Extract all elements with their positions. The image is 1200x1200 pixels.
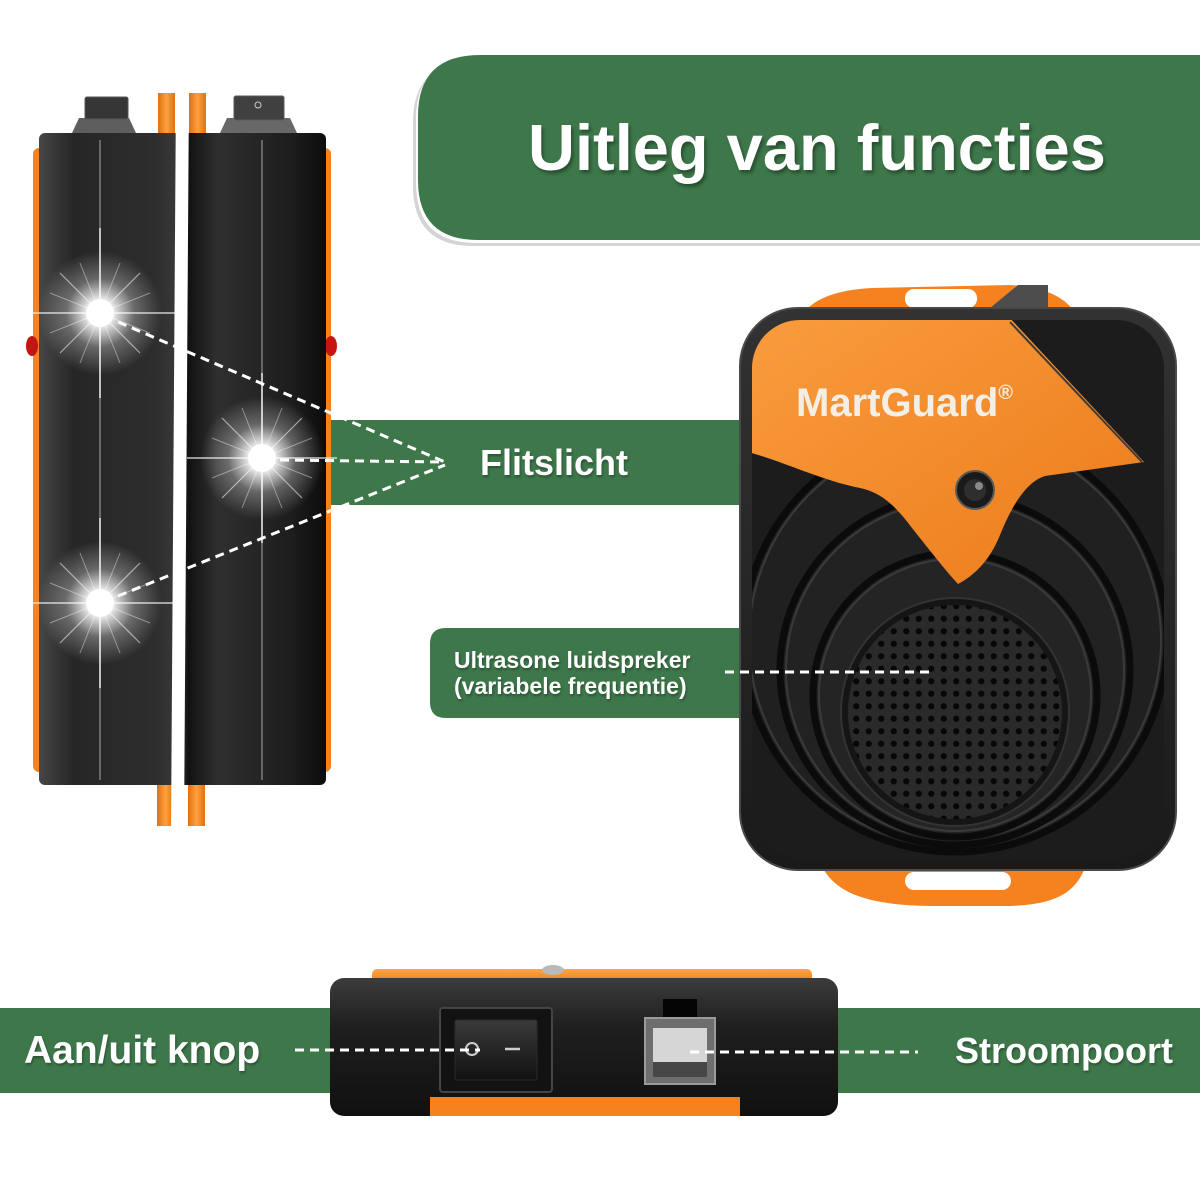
page-title: Uitleg van functies (528, 111, 1106, 184)
side-button-right-base (220, 118, 297, 133)
flash-callout-line-bottom (117, 463, 446, 598)
brand-name: MartGuard (796, 381, 998, 425)
power-port-contact (653, 1028, 707, 1062)
top-clip (990, 285, 1048, 308)
power-port-cavity (653, 1062, 707, 1077)
side-view-device (24, 88, 338, 830)
brand-registered-mark: ® (998, 382, 1013, 404)
bottom-orange-strip-left (157, 781, 174, 826)
speaker-label-line-2: (variabele frequentie) (454, 673, 687, 699)
power-switch-rocker (454, 1019, 538, 1081)
top-orange-strip-left (158, 93, 175, 137)
flash-callout-line-middle (279, 458, 446, 464)
top-orange-strip-right (189, 93, 206, 137)
front-corner-bevel (1009, 321, 1143, 463)
side-button-right (220, 95, 297, 133)
bottom-device-orange-base (430, 1097, 740, 1116)
bottom-view-device (330, 965, 838, 1116)
front-orange-cover (752, 320, 1144, 584)
speaker-grille-icon (840, 597, 1070, 827)
power-port-label: Stroompoort (955, 1029, 1173, 1071)
speaker-grille-holes (848, 605, 1062, 819)
power-switch-icon (439, 1007, 553, 1093)
title-banner (413, 55, 1200, 246)
speaker-callout-band (430, 628, 760, 718)
callout-lines (117, 320, 930, 1054)
light-sensor-glint (975, 482, 983, 490)
side-button-left (72, 96, 136, 133)
speaker-label-line-1: Ultrasone luidspreker (454, 647, 691, 673)
view-split-stripe (171, 88, 189, 830)
top-mounting-slot (905, 289, 977, 308)
bottom-device-body (330, 978, 838, 1116)
light-sensor-icon (955, 470, 995, 510)
bottom-device-nub (542, 965, 564, 975)
red-indicator-right (325, 336, 337, 356)
front-view-device: MartGuard® (739, 285, 1177, 906)
flash-light-label: Flitslicht (480, 441, 629, 483)
side-button-left-base (72, 118, 136, 133)
light-sensor-lens (964, 479, 986, 501)
bottom-mounting-slot (905, 872, 1011, 890)
power-port-icon (644, 999, 716, 1085)
flash-callout-band (326, 420, 760, 505)
side-button-mark-icon (254, 101, 262, 109)
speaker-callout-label: Ultrasone luidspreker (variabele frequen… (454, 647, 690, 699)
side-button-left-cap (84, 96, 129, 120)
red-indicator-left (26, 336, 38, 356)
title-banner-background (418, 55, 1200, 240)
brand-logo: MartGuard® (796, 381, 1013, 425)
bottom-orange-strip-right (188, 781, 205, 826)
power-switch-label: Aan/uit knop (24, 1028, 261, 1072)
power-port-notch (663, 999, 697, 1021)
